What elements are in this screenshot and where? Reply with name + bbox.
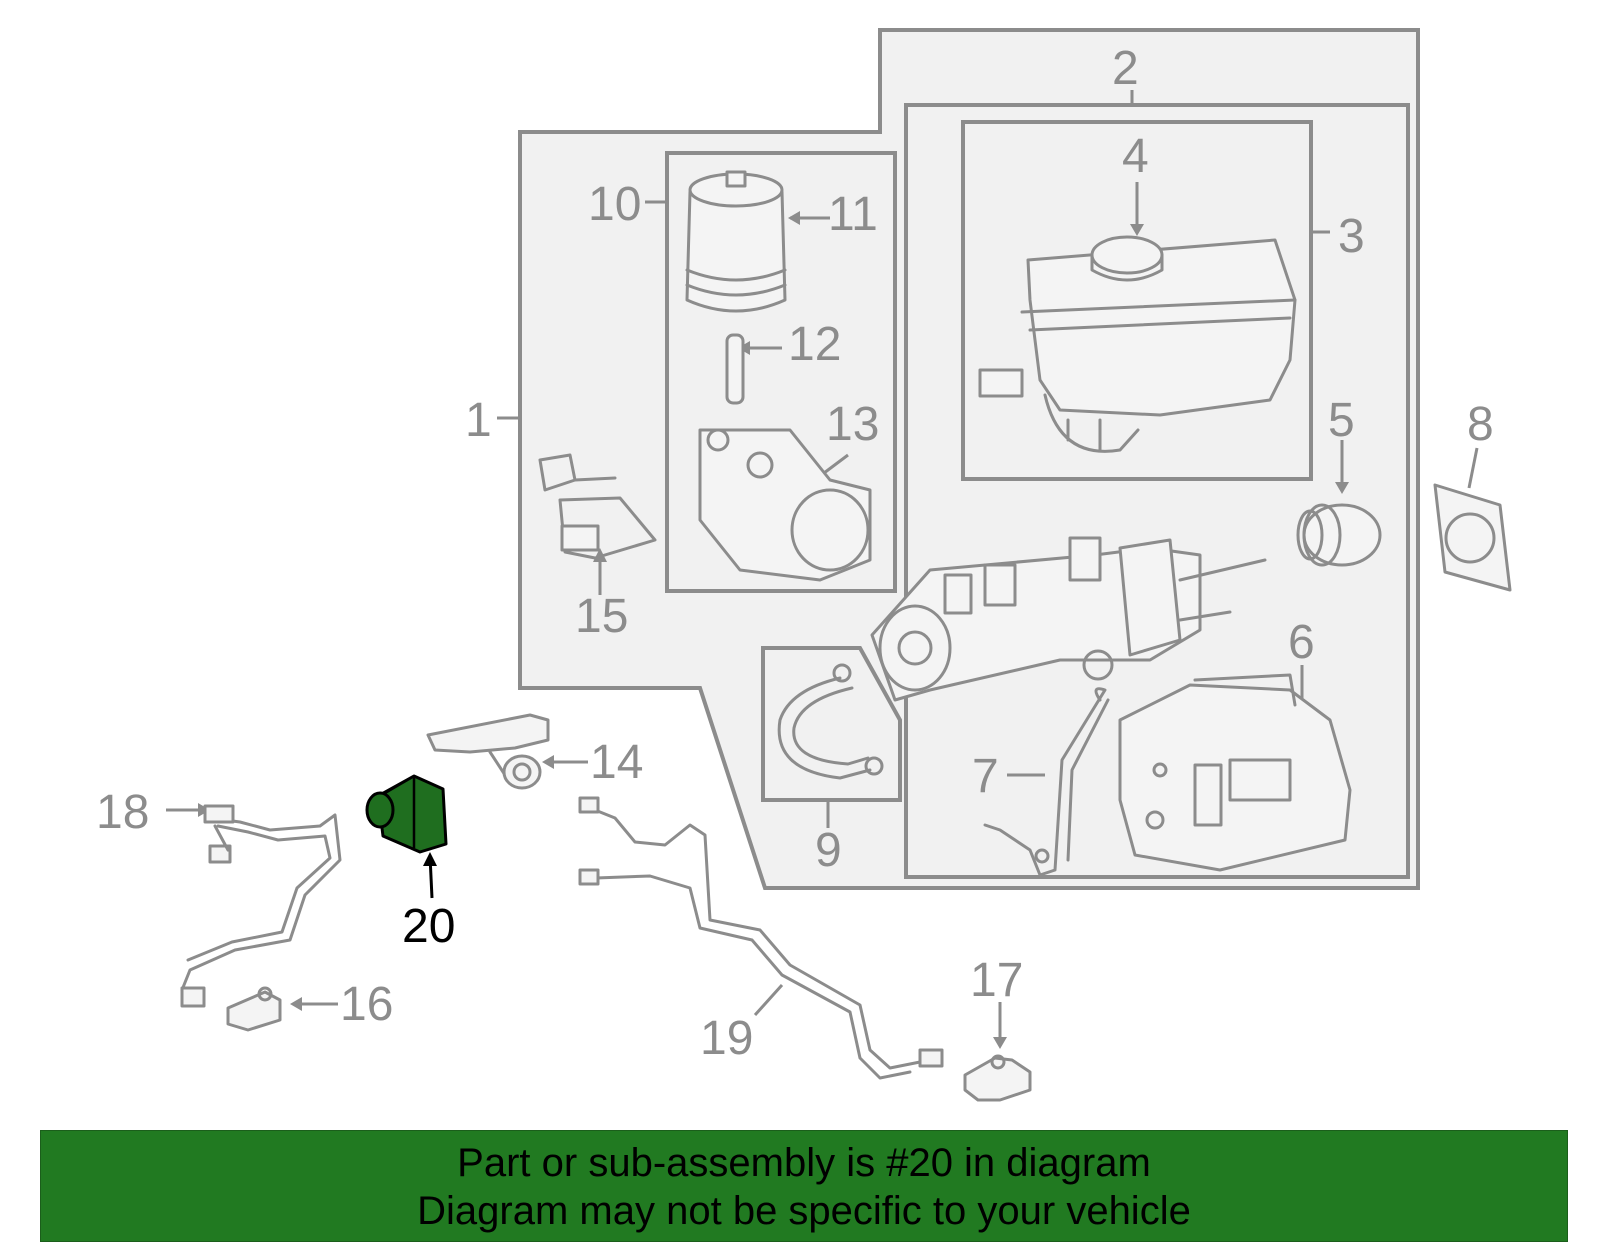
banner-line-1: Part or sub-assembly is #20 in diagram (457, 1141, 1151, 1185)
callout-15: 15 (575, 590, 628, 643)
callout-labels: 2 4 3 10 11 12 1 13 5 8 15 6 14 7 18 9 2… (96, 42, 1494, 1065)
callout-20: 20 (402, 900, 455, 953)
master-cylinder (870, 536, 1267, 702)
bracket-7 (983, 687, 1110, 877)
callout-7: 7 (972, 750, 999, 803)
assembly-frame-9 (761, 646, 902, 802)
reservoir-tank (978, 235, 1297, 453)
harness-18 (180, 804, 342, 1008)
callout-1: 1 (465, 394, 492, 447)
hose-9 (777, 663, 884, 780)
callout-8: 8 (1467, 398, 1494, 451)
bracket-15 (538, 453, 657, 560)
clip-17 (963, 1054, 1032, 1102)
callout-10: 10 (588, 178, 641, 231)
clip-16 (226, 986, 282, 1032)
assembly-frame-2 (904, 103, 1410, 879)
callout-9: 9 (815, 824, 842, 877)
info-banner: Part or sub-assembly is #20 in diagram D… (40, 1130, 1568, 1242)
callout-2: 2 (1112, 42, 1139, 95)
assembly-frame-10 (665, 151, 897, 593)
callout-11: 11 (828, 188, 878, 241)
harness-19 (578, 796, 944, 1080)
callout-4: 4 (1122, 130, 1149, 183)
callout-13: 13 (826, 398, 879, 451)
gasket-8 (1433, 483, 1512, 592)
callout-3: 3 (1338, 210, 1365, 263)
actuator-6 (1118, 673, 1352, 872)
banner-line-2: Diagram may not be specific to your vehi… (417, 1189, 1191, 1233)
callout-18: 18 (96, 786, 149, 839)
boot-5 (1296, 503, 1382, 567)
callout-17: 17 (970, 954, 1023, 1007)
callout-14: 14 (590, 736, 643, 789)
callout-5: 5 (1328, 394, 1355, 447)
part-20-highlighted[interactable] (365, 774, 448, 854)
bracket-14 (426, 713, 550, 790)
callout-6: 6 (1288, 616, 1315, 669)
callout-12: 12 (788, 318, 841, 371)
callout-16: 16 (340, 978, 393, 1031)
callout-19: 19 (700, 1012, 753, 1065)
assembly-frame-3 (961, 120, 1313, 481)
pump-motor (685, 170, 872, 582)
